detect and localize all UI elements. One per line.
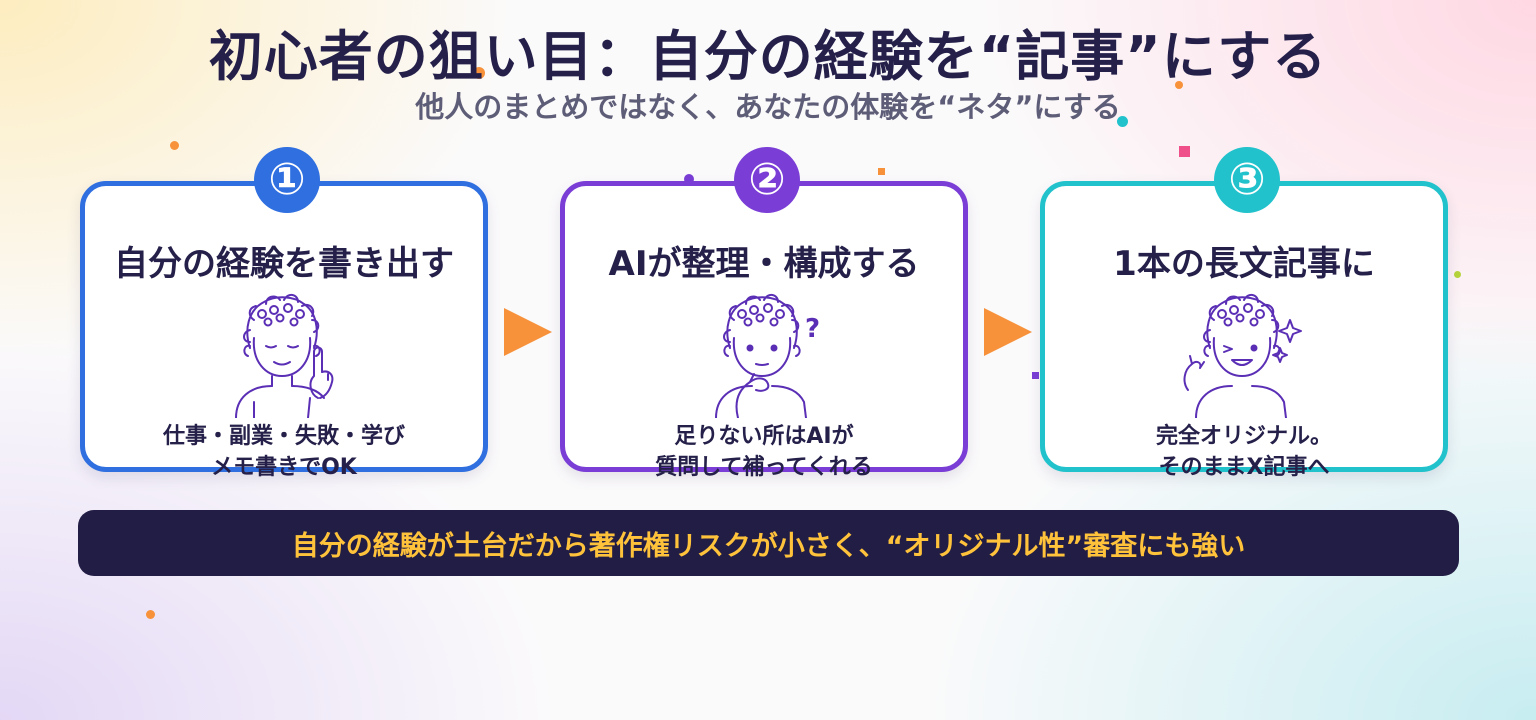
step-desc-line-1: 完全オリジナル。	[1155, 424, 1332, 449]
happy-person-icon	[1183, 294, 1302, 418]
step-card-2: AIが整理・構成する ? 足りない所はAIが 質問して補ってくれる	[560, 181, 968, 480]
page-subtitle: 他人のまとめではなく、あなたの体験を“ネタ”にする	[415, 90, 1121, 124]
confetti-dot	[146, 610, 155, 619]
step-title: AIが整理・構成する	[608, 244, 920, 284]
question-mark-icon: ?	[805, 314, 821, 344]
step-title: 自分の経験を書き出す	[114, 244, 454, 284]
step-desc-line-1: 足りない所はAIが	[674, 424, 854, 449]
confetti-square	[1179, 146, 1190, 157]
step-description: 足りない所はAIが 質問して補ってくれる	[565, 421, 963, 483]
step-desc-line-2: そのままX記事へ	[1158, 455, 1330, 480]
step-desc-line-2: 質問して補ってくれる	[655, 455, 873, 480]
step-desc-line-2: メモ書きでOK	[211, 455, 357, 480]
arrow-right-icon	[504, 308, 552, 356]
step-title: 1本の長文記事に	[1113, 244, 1375, 284]
page-title: 初心者の狙い目：自分の経験を“記事”にする	[208, 25, 1328, 88]
confetti-dot	[1117, 116, 1128, 127]
arrow-right-icon	[984, 308, 1032, 356]
confetti-dot	[684, 174, 694, 184]
wondering-person-icon	[715, 294, 807, 418]
confetti-dot	[1454, 271, 1461, 278]
confetti-dot	[473, 67, 485, 79]
thinking-person-icon	[235, 294, 334, 418]
confetti-square	[1032, 372, 1039, 379]
step-description: 完全オリジナル。 そのままX記事へ	[1045, 421, 1443, 483]
summary-banner: 自分の経験が土台だから著作権リスクが小さく、“オリジナル性”審査にも強い	[78, 510, 1459, 576]
confetti-dot	[170, 141, 179, 150]
step-description: 仕事・副業・失敗・学び メモ書きでOK	[85, 421, 483, 483]
step-badge-1: ①	[254, 147, 320, 213]
step-desc-line-1: 仕事・副業・失敗・学び	[162, 424, 405, 449]
step-card-1: 自分の経験を書き出す 仕事・副業・失敗・学び メモ書きでOK	[80, 181, 488, 480]
step-badge-2: ②	[734, 147, 800, 213]
step-card-3: 1本の長文記事に 完全オリジナル。 そのままX記事へ	[1040, 181, 1448, 480]
confetti-square	[878, 168, 885, 175]
step-badge-3: ③	[1214, 147, 1280, 213]
confetti-dot	[1175, 81, 1183, 89]
